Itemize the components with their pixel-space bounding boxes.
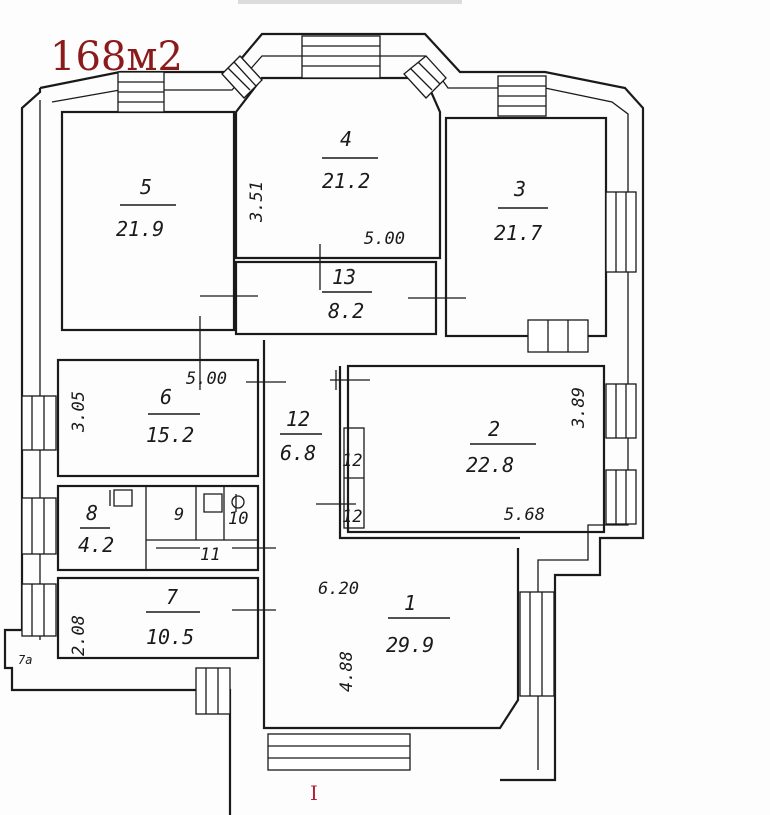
dim-room-4-depth: 3.51: [247, 181, 267, 223]
room-12-number: 12: [286, 407, 310, 431]
room-4-area: 21.2: [322, 169, 370, 193]
window-right-2: [605, 383, 637, 439]
outer-wall: [3, 32, 645, 815]
room-5-number: 5: [140, 175, 152, 199]
room-9-number: 9: [174, 505, 184, 525]
closet-12b-number: 12: [342, 507, 362, 527]
room-2-number: 2: [488, 417, 500, 441]
room-6-area: 15.2: [146, 423, 194, 447]
room-1-outline: [262, 548, 520, 730]
scan-edge: [238, 0, 462, 4]
dim-room-1-width: 6.20: [318, 579, 359, 599]
room-13-area: 8.2: [328, 299, 364, 323]
room-8-area: 4.2: [78, 533, 114, 557]
dim-room-7-depth: 2.08: [69, 615, 89, 656]
entrance-steps: [267, 733, 411, 771]
window-bottom-left: [195, 667, 231, 715]
room-7a-number: 7а: [18, 653, 32, 667]
room-4-number: 4: [340, 127, 352, 151]
door-marks: [109, 244, 466, 611]
room-11-number: 11: [200, 545, 220, 565]
window-bay-right: [403, 55, 447, 99]
room-7-outline: [56, 576, 260, 660]
dim-room-2-width: 5.68: [504, 505, 545, 525]
window-top-right: [497, 75, 547, 117]
room-8-number: 8: [86, 501, 98, 525]
fixtures: [113, 489, 223, 513]
room-13-number: 13: [332, 265, 356, 289]
dim-room-2-depth: 3.89: [569, 387, 589, 429]
entrance-label: I: [310, 781, 318, 805]
room-10-number: 10: [228, 509, 248, 529]
bath-partitions: [145, 486, 258, 570]
window-top-left: [117, 71, 165, 113]
window-bottom-right: [519, 591, 555, 697]
room-1-number: 1: [404, 591, 416, 615]
room-2-area: 22.8: [466, 453, 514, 477]
window-top-center: [301, 35, 381, 79]
window-right-3: [605, 469, 637, 525]
room-7-number: 7: [166, 585, 178, 609]
room-5-area: 21.9: [116, 217, 164, 241]
room-3-number: 3: [513, 177, 526, 201]
room-6-outline: [56, 358, 260, 478]
dim-room-6-depth: 3.05: [69, 391, 89, 433]
sink-fixture: [231, 495, 245, 509]
room-1-area: 29.9: [386, 633, 434, 657]
room-3-area: 21.7: [494, 221, 542, 245]
balcony-room-3: [527, 319, 589, 353]
window-left-2: [21, 497, 57, 555]
dim-room-1-depth: 4.88: [337, 651, 357, 692]
room-7-area: 10.5: [146, 625, 194, 649]
window-left-1: [21, 395, 57, 451]
window-bay-left: [221, 55, 263, 99]
window-left-3: [21, 583, 57, 637]
room-2-outline: [346, 364, 606, 534]
total-area-label: 168м2: [50, 34, 183, 80]
room-8-11-block: [56, 484, 260, 572]
corridor-12-outline: [262, 340, 520, 540]
dim-room-6-width: 5.00: [186, 369, 227, 389]
dim-room-4-width: 5.00: [364, 229, 405, 249]
room-12-area: 6.8: [280, 441, 316, 465]
room-6-number: 6: [160, 385, 172, 409]
window-right-1: [605, 191, 637, 273]
room-4-outline: [234, 76, 442, 260]
closet-12a-number: 12: [342, 451, 362, 471]
